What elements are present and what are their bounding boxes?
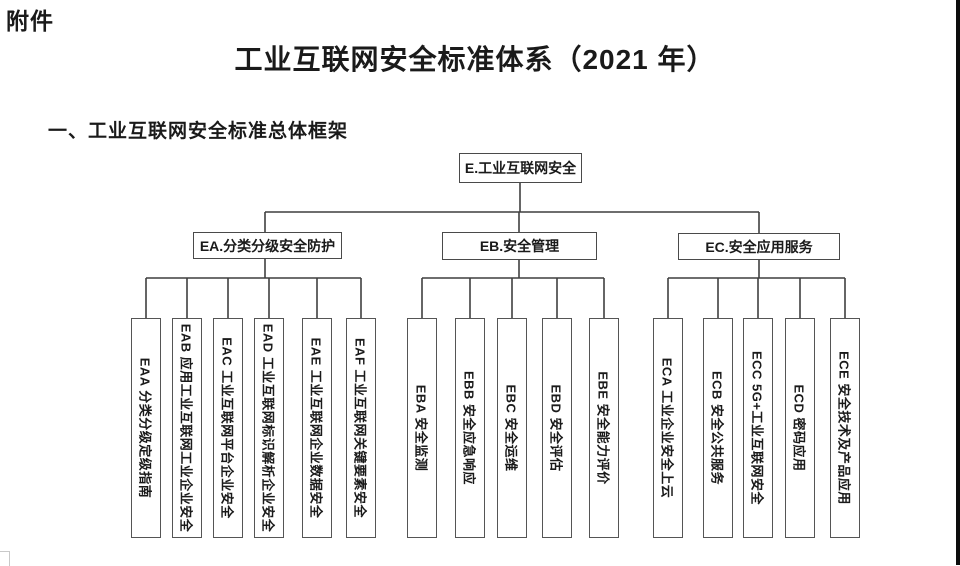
leaf-eab-label: EAB 应用工业互联网工业企业安全 bbox=[178, 323, 194, 533]
leaf-ebb: EBB 安全应急响应 bbox=[455, 318, 485, 538]
leaf-ecb-label: ECB 安全公共服务 bbox=[709, 370, 725, 486]
leaf-ebc-label: EBC 安全运维 bbox=[503, 384, 519, 472]
leaf-ecc: ECC 5G+工业互联网安全 bbox=[743, 318, 773, 538]
leaf-ecc-label: ECC 5G+工业互联网安全 bbox=[749, 351, 765, 505]
node-branch-ec: EC.安全应用服务 bbox=[678, 233, 840, 260]
leaf-eae: EAE 工业互联网企业数据安全 bbox=[302, 318, 332, 538]
leaf-eac-label: EAC 工业互联网平台企业安全 bbox=[219, 337, 235, 519]
attachment-label: 附件 bbox=[6, 8, 54, 34]
leaf-ebe-label: EBE 安全能力评价 bbox=[595, 371, 611, 485]
leaf-eaa: EAA 分类分级定级指南 bbox=[131, 318, 161, 538]
leaf-eca-label: ECA 工业企业安全上云 bbox=[659, 357, 675, 499]
leaf-eab: EAB 应用工业互联网工业企业安全 bbox=[172, 318, 202, 538]
node-root-industrial-internet-security: E.工业互联网安全 bbox=[459, 153, 582, 183]
leaf-ece-label: ECE 安全技术及产品应用 bbox=[836, 351, 852, 505]
leaf-ecd: ECD 密码应用 bbox=[785, 318, 815, 538]
leaf-eaa-label: EAA 分类分级定级指南 bbox=[137, 357, 153, 499]
right-edge-scan-bar bbox=[956, 0, 960, 565]
node-branch-ea: EA.分类分级安全防护 bbox=[193, 232, 342, 259]
leaf-ece: ECE 安全技术及产品应用 bbox=[830, 318, 860, 538]
leaf-eac: EAC 工业互联网平台企业安全 bbox=[213, 318, 243, 538]
bottom-left-scan-artifact bbox=[0, 551, 10, 566]
leaf-eba-label: EBA 安全监测 bbox=[413, 384, 429, 472]
leaf-eae-label: EAE 工业互联网企业数据安全 bbox=[308, 337, 324, 519]
leaf-eba: EBA 安全监测 bbox=[407, 318, 437, 538]
leaf-ebd-label: EBD 安全评估 bbox=[548, 384, 564, 472]
leaf-eaf-label: EAF 工业互联网关键要素安全 bbox=[352, 337, 368, 519]
leaf-ebe: EBE 安全能力评价 bbox=[589, 318, 619, 538]
leaf-ebd: EBD 安全评估 bbox=[542, 318, 572, 538]
leaf-ecd-label: ECD 密码应用 bbox=[791, 384, 807, 472]
leaf-ebb-label: EBB 安全应急响应 bbox=[461, 370, 477, 486]
node-branch-eb: EB.安全管理 bbox=[442, 232, 597, 260]
leaf-eaf: EAF 工业互联网关键要素安全 bbox=[346, 318, 376, 538]
leaf-ebc: EBC 安全运维 bbox=[497, 318, 527, 538]
leaf-ecb: ECB 安全公共服务 bbox=[703, 318, 733, 538]
leaf-ead: EAD 工业互联网标识解析企业安全 bbox=[254, 318, 284, 538]
page-title: 工业互联网安全标准体系（2021 年） bbox=[234, 44, 716, 75]
leaf-ead-label: EAD 工业互联网标识解析企业安全 bbox=[260, 323, 276, 533]
section-heading: 一、工业互联网安全标准总体框架 bbox=[48, 121, 349, 142]
leaf-eca: ECA 工业企业安全上云 bbox=[653, 318, 683, 538]
